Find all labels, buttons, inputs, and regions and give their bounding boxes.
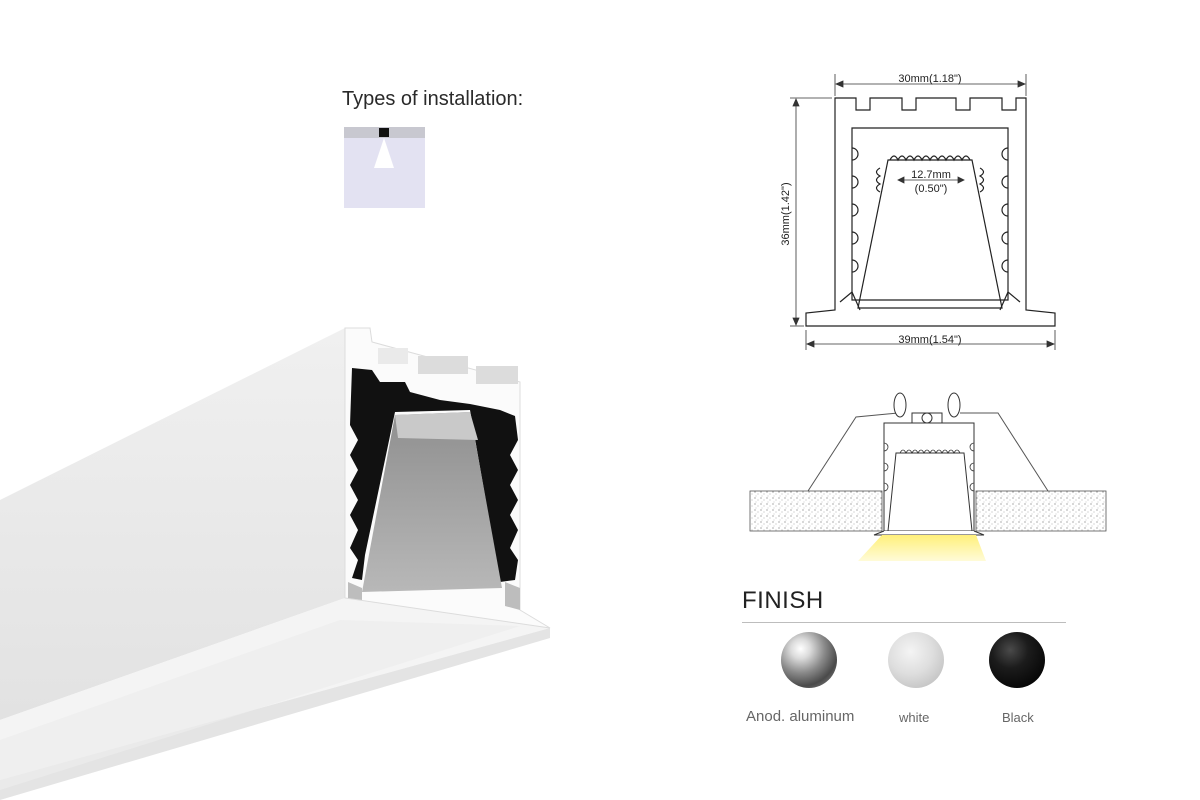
recessed-installation-icon [344, 127, 425, 208]
finish-label-anodized-aluminum: Anod. aluminum [746, 708, 855, 725]
finish-label-white: white [899, 710, 930, 725]
finish-title: FINISH [742, 587, 824, 614]
cross-section-dimension-drawing: 30mm(1.18") 36mm(1.42") 12.7mm (0.50") 3… [780, 73, 1056, 350]
finish-divider [742, 622, 1066, 623]
inner-width-mm-label: 12.7mm [911, 169, 951, 181]
installation-title: Types of installation: [342, 88, 524, 110]
finish-swatch-white[interactable] [888, 632, 944, 688]
finish-swatch-black[interactable] [989, 632, 1045, 688]
profile-3d-render [0, 327, 551, 800]
height-label: 36mm(1.42") [780, 182, 792, 245]
inner-width-in-label: (0.50") [915, 183, 948, 195]
bottom-width-label: 39mm(1.54") [898, 334, 961, 346]
finish-swatch-anodized-aluminum[interactable] [781, 632, 837, 688]
ceiling-installation-drawing [749, 392, 1107, 561]
top-width-label: 30mm(1.18") [898, 73, 961, 85]
finish-label-black: Black [1002, 710, 1034, 725]
